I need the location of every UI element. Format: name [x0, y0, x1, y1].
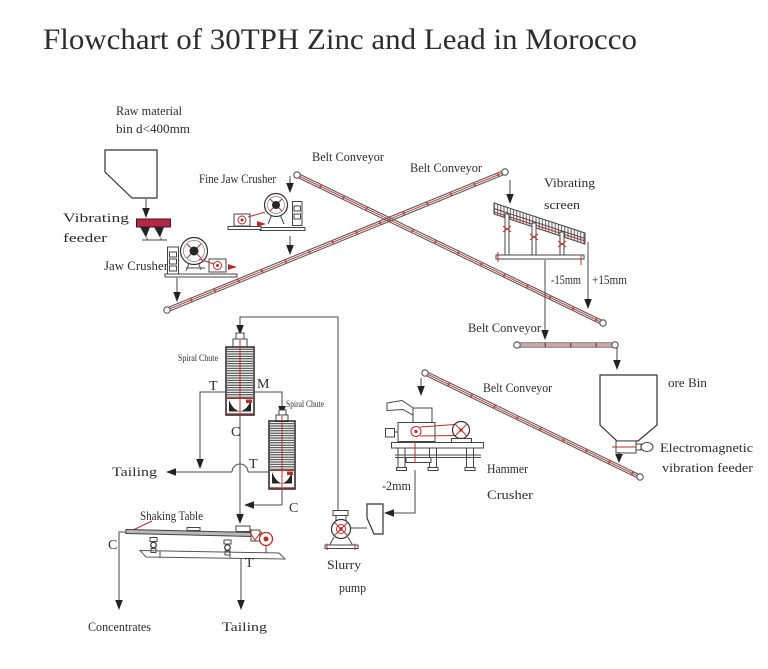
belt-conveyor-label-2: Belt Conveyor: [410, 160, 483, 175]
table-tailing-letter: T: [245, 556, 254, 571]
vibrating-feeder-icon: [136, 218, 171, 241]
spiral-chute-secondary-icon: [268, 409, 296, 490]
ore-bin-label: ore Bin: [668, 375, 707, 390]
hammer-product-label: -2mm: [382, 478, 411, 493]
slurry-pump-label-1: Slurry: [327, 557, 362, 572]
spiral-chute-1-label: Spiral Chute: [178, 354, 218, 364]
spiral-chute-primary-icon: [225, 332, 255, 416]
belt-conveyor-label-3: Belt Conveyor: [468, 320, 542, 335]
arrow-table-concentrate: [115, 531, 126, 610]
raw-material-bin-label-2: bin d<400mm: [116, 121, 190, 136]
arrow-conveyor-to-hammer: [417, 378, 425, 396]
belt-conveyor-to-hammer-icon: [421, 369, 644, 481]
slurry-pump-icon: [324, 510, 367, 550]
belt-conveyor-to-ore-bin-icon: [513, 341, 619, 349]
page-title: Flowchart of 30TPH Zinc and Lead in Moro…: [43, 23, 637, 56]
arrow-feeder-to-conveyor: [615, 452, 623, 463]
concentrates-label: Concentrates: [88, 619, 151, 634]
em-feeder-label-2: vibration feeder: [662, 460, 754, 475]
jaw-crusher-icon: [164, 236, 238, 278]
belt-conveyor-oversize-return-icon: [293, 171, 607, 327]
arrow-conveyor-to-screen: [506, 180, 514, 204]
chute1-middling-letter: M: [257, 377, 270, 392]
chute1-concentrate-letter: C: [231, 425, 240, 440]
vibrating-screen-icon: [493, 202, 586, 265]
arrow-tailing-out: [166, 463, 269, 476]
slurry-pump-label-2: pump: [339, 580, 366, 595]
arrow-hammer-to-sump: [384, 470, 416, 517]
chute2-concentrate-letter: C: [289, 501, 298, 516]
arrow-table-tailing: [237, 558, 245, 610]
arrow-chute2-concentrate: [244, 490, 283, 509]
sump-box-icon: [366, 503, 384, 535]
arrow-conveyor-to-fine-jaw: [286, 176, 294, 193]
raw-material-bin-label-1: Raw material: [116, 103, 182, 118]
arrow-screen-oversize: [584, 242, 592, 309]
hammer-crusher-icon: [385, 399, 484, 471]
screen-undersize-label: -15mm: [551, 272, 581, 287]
shaking-table-label: Shaking Table: [140, 508, 203, 523]
ore-bin-icon: [599, 374, 658, 442]
fine-jaw-crusher-icon: [227, 192, 306, 231]
chute1-tailing-letter: T: [209, 379, 218, 394]
fine-jaw-crusher-label: Fine Jaw Crusher: [199, 171, 277, 186]
arrow-fine-jaw-to-conveyor: [286, 236, 294, 255]
screen-oversize-label: +15mm: [592, 272, 627, 287]
arrow-conveyor-to-ore-bin: [613, 347, 621, 370]
arrow-jaw-to-conveyor: [173, 278, 181, 302]
shaking-table-icon: [125, 520, 287, 560]
belt-conveyor-to-screen-icon: [163, 168, 509, 314]
tailing-final-label: Tailing: [222, 619, 268, 634]
vibrating-screen-label-2: screen: [544, 197, 581, 212]
vibrating-feeder-label-2: feeder: [63, 230, 108, 245]
arrow-chute1-tailing: [196, 391, 226, 469]
tailing-mid-label: Tailing: [112, 464, 158, 479]
table-concentrate-letter: C: [108, 538, 117, 553]
hammer-crusher-label-1: Hammer: [487, 461, 529, 476]
chute2-tailing-letter: T: [249, 457, 258, 472]
spiral-chute-2-label: Spiral Chute: [286, 400, 324, 410]
arrow-pump-to-chute1: [236, 316, 339, 510]
arrow-bin-to-feeder: [142, 199, 150, 218]
hammer-crusher-label-2: Crusher: [487, 487, 534, 502]
belt-conveyor-label-1: Belt Conveyor: [312, 149, 385, 164]
electromagnetic-vibration-feeder-icon: [612, 440, 654, 454]
belt-conveyor-label-4: Belt Conveyor: [483, 380, 553, 395]
vibrating-feeder-label-1: Vibrating: [63, 210, 130, 225]
arrow-screen-undersize: [541, 260, 549, 340]
vibrating-screen-label-1: Vibrating: [544, 175, 596, 190]
em-feeder-label-1: Electromagnetic: [660, 440, 753, 455]
jaw-crusher-label: Jaw Crusher: [104, 258, 169, 273]
raw-material-bin-icon: [104, 149, 158, 199]
